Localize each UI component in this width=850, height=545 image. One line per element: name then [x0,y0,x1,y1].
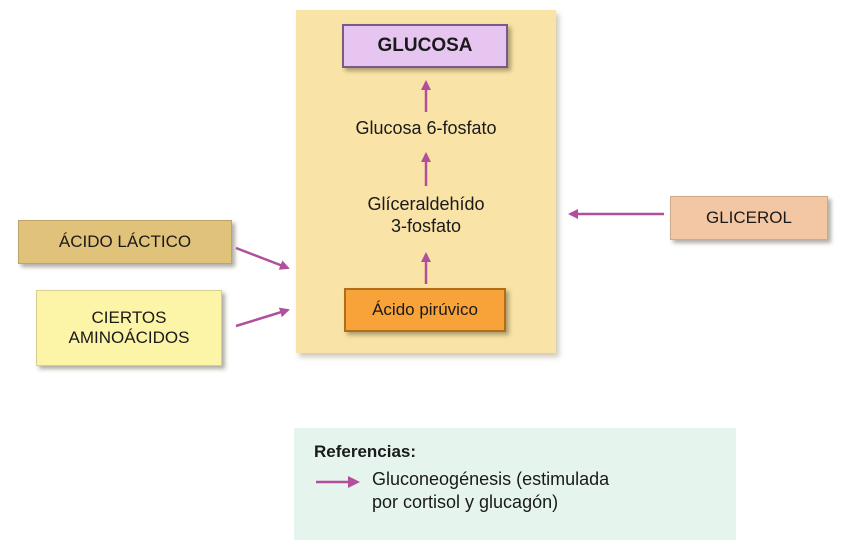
node-glucosa-6-fosfato: Glucosa 6-fosfato [355,118,497,139]
arrow-lactico-to-panel [235,246,290,270]
node-ciertos-aminoacidos: CIERTOS AMINOÁCIDOS [36,290,222,366]
legend-arrow-icon [316,476,360,488]
node-glicerol: GLICEROL [670,196,828,240]
node-acido-piruvico: Ácido pirúvico [344,288,506,332]
legend-title: Referencias: [314,442,417,461]
legend-description: Gluconeogénesis (estimulada por cortisol… [372,469,610,512]
node-acido-lactico: ÁCIDO LÁCTICO [18,220,232,264]
node-gliceraldehido-3-fosfato: Glíceraldehído 3-fosfato [367,194,485,236]
legend-box: Referencias: Gluconeogénesis (estimulada… [294,428,736,540]
arrow-aminoacidos-to-panel [235,307,290,328]
node-glucosa: GLUCOSA [342,24,508,68]
